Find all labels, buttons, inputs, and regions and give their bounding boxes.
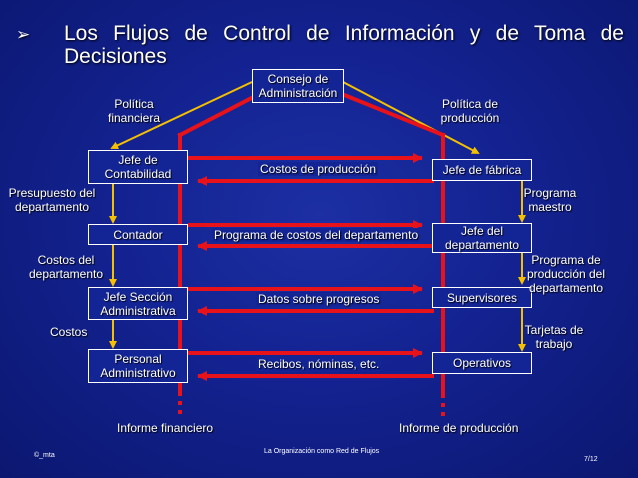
accountant-box: Contador <box>88 224 188 245</box>
arrow-board-to-accounting <box>110 81 253 150</box>
label-dept-budget: Presupuesto del departamento <box>8 186 96 214</box>
label-work-cards: Tarjetas de trabajo <box>524 323 584 351</box>
board-box: Consejo de Administración <box>252 69 344 103</box>
label-production-policy: Política de producción <box>440 97 500 125</box>
right-report-to-board <box>329 87 446 138</box>
flow-production-costs: Costos de producción <box>258 162 379 176</box>
flow-receipts-payroll: Recibos, nóminas, etc. <box>256 357 382 371</box>
arrow-board-to-factory <box>342 81 480 154</box>
dept-head-box: Jefe del departamento <box>432 223 532 253</box>
slide-title-text: Los Flujos de Control de Información y d… <box>64 22 624 68</box>
label-master-program: Programa maestro <box>523 186 577 214</box>
section-head-box: Jefe Sección Administrativa <box>88 287 188 320</box>
bullet-arrow-icon: ➢ <box>16 25 31 44</box>
label-costs: Costos <box>50 325 88 339</box>
accounting-head-box: Jefe de Contabilidad <box>88 150 188 184</box>
label-financial-policy: Política financiera <box>107 97 161 125</box>
supervisors-box: Supervisores <box>432 287 532 308</box>
footer-title: La Organización como Red de Flujos <box>264 448 380 455</box>
operatives-box: Operativos <box>432 352 532 374</box>
label-dept-costs: Costos del departamento <box>28 253 104 281</box>
page-number: 7/12 <box>584 456 598 463</box>
label-financial-report: Informe financiero <box>117 421 214 435</box>
label-dept-production-program: Programa de producción del departamento <box>526 253 606 295</box>
admin-staff-box: Personal Administrativo <box>88 349 188 383</box>
label-production-report: Informe de producción <box>399 421 519 435</box>
flow-progress-data: Datos sobre progresos <box>256 292 382 306</box>
factory-head-box: Jefe de fábrica <box>432 159 532 181</box>
footer-copyright: ©_mta <box>34 452 55 459</box>
flow-dept-cost-program: Programa de costos del departamento <box>212 228 421 242</box>
